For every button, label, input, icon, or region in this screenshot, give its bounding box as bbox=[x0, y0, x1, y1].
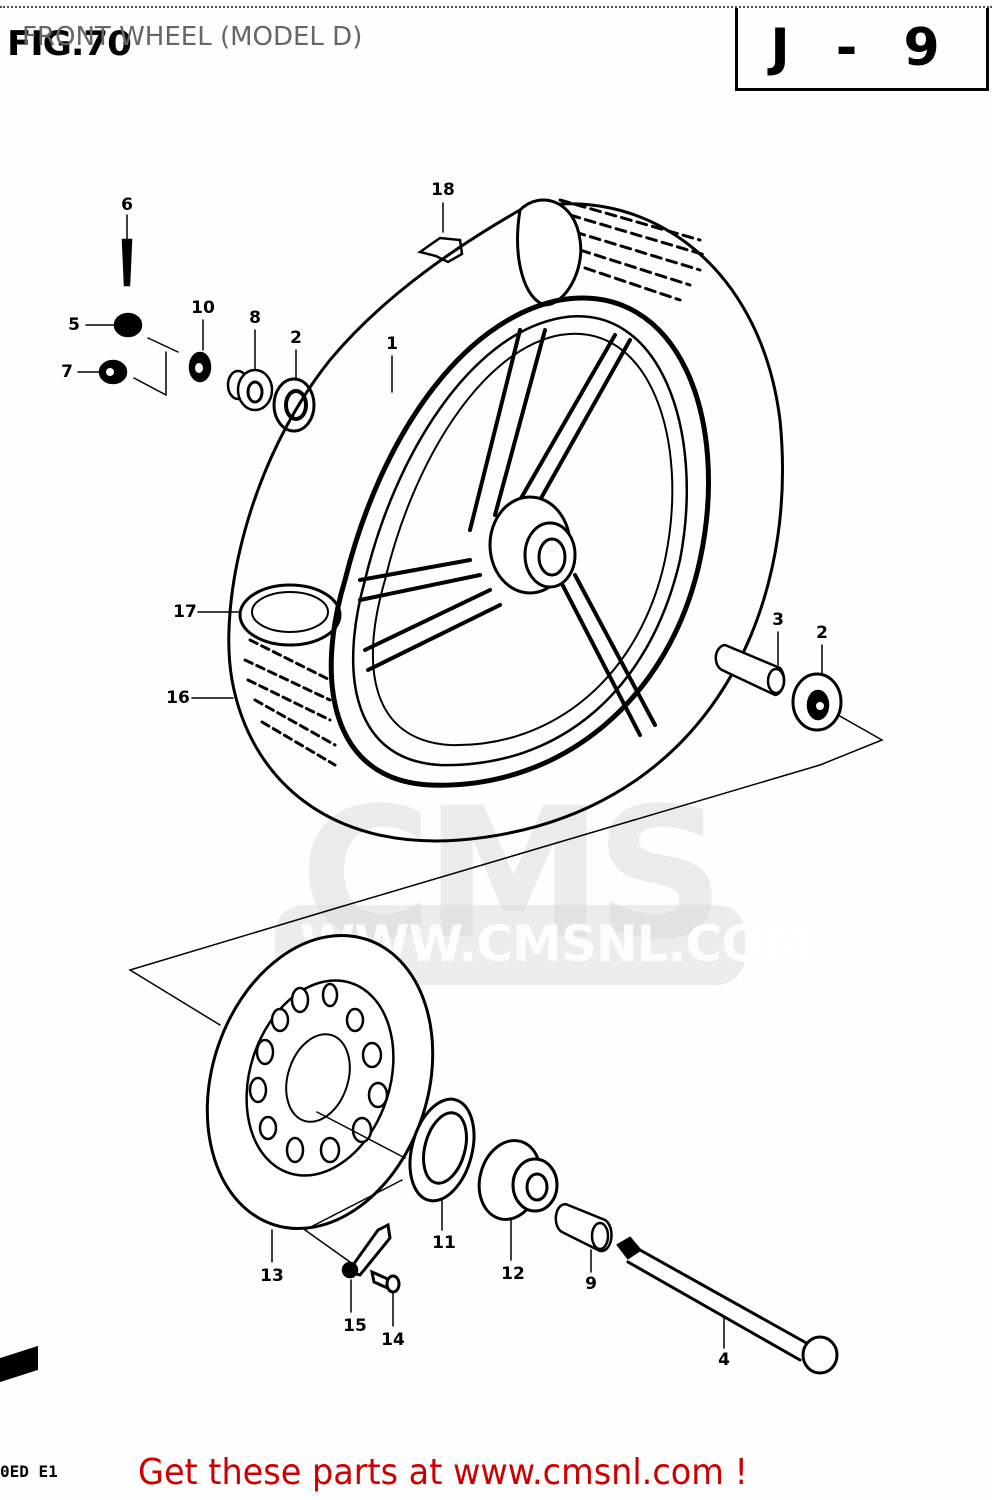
washer-icon-part-10 bbox=[188, 319, 212, 383]
figure-label: FIG.70 bbox=[7, 24, 132, 64]
diagram-code: 0ED E1 bbox=[0, 1462, 58, 1481]
section-code: J - 9 bbox=[770, 18, 954, 78]
callout-part-11[interactable]: 11 bbox=[432, 1233, 456, 1253]
tube-icon-part-17 bbox=[238, 198, 583, 647]
spacer-icon-part-9 bbox=[554, 1203, 613, 1273]
wheel-spokes-icon bbox=[358, 328, 657, 737]
wheel-hub-icon bbox=[488, 495, 577, 595]
callout-part-4[interactable]: 4 bbox=[718, 1350, 730, 1370]
callout-part-7[interactable]: 7 bbox=[61, 362, 73, 382]
nut-icon-part-5 bbox=[85, 312, 179, 353]
tire-icon-part-16 bbox=[227, 198, 784, 843]
callout-part-2-right[interactable]: 2 bbox=[816, 623, 828, 643]
section-code-box: J - 9 bbox=[735, 8, 989, 91]
callout-part-16[interactable]: 16 bbox=[166, 688, 190, 708]
callout-part-10[interactable]: 10 bbox=[191, 298, 215, 318]
bearing-icon-part-2-right bbox=[791, 644, 884, 766]
assembly-guide-lines bbox=[128, 764, 821, 1026]
callout-part-3[interactable]: 3 bbox=[772, 610, 784, 630]
callout-part-15[interactable]: 15 bbox=[343, 1316, 367, 1336]
spacer-icon-part-8 bbox=[226, 329, 274, 412]
callout-part-12[interactable]: 12 bbox=[501, 1264, 525, 1284]
callout-part-6[interactable]: 6 bbox=[121, 195, 133, 215]
lock-washer-icon-part-15 bbox=[341, 1222, 392, 1313]
brake-disc-icon-part-13 bbox=[205, 933, 435, 1263]
axle-icon-part-4 bbox=[616, 1236, 839, 1375]
callout-part-18[interactable]: 18 bbox=[431, 180, 455, 200]
spacer-icon-part-3 bbox=[714, 631, 786, 697]
callout-part-1[interactable]: 1 bbox=[386, 334, 398, 354]
callout-part-17[interactable]: 17 bbox=[173, 602, 197, 622]
page-title: FRONT WHEEL (MODEL D) bbox=[22, 22, 363, 52]
callout-part-2[interactable]: 2 bbox=[290, 328, 302, 348]
shop-link[interactable]: Get these parts at www.cmsnl.com ! bbox=[138, 1452, 748, 1493]
gearbox-icon-part-12 bbox=[477, 1139, 559, 1261]
bolt-icon-part-6 bbox=[121, 214, 133, 287]
wheel-rim-icon-part-1 bbox=[328, 295, 712, 788]
nut-icon-part-7 bbox=[77, 351, 167, 397]
callout-part-13[interactable]: 13 bbox=[260, 1266, 284, 1286]
callout-part-8[interactable]: 8 bbox=[249, 308, 261, 328]
bolt-icon-part-14 bbox=[369, 1269, 401, 1327]
bearing-icon-part-2 bbox=[272, 349, 316, 433]
valve-cap-icon-part-18 bbox=[417, 202, 464, 264]
dust-seal-icon-part-11 bbox=[408, 1097, 476, 1231]
callout-part-14[interactable]: 14 bbox=[381, 1330, 405, 1350]
callout-part-9[interactable]: 9 bbox=[585, 1274, 597, 1294]
callout-part-5[interactable]: 5 bbox=[68, 315, 80, 335]
top-border bbox=[0, 6, 992, 8]
